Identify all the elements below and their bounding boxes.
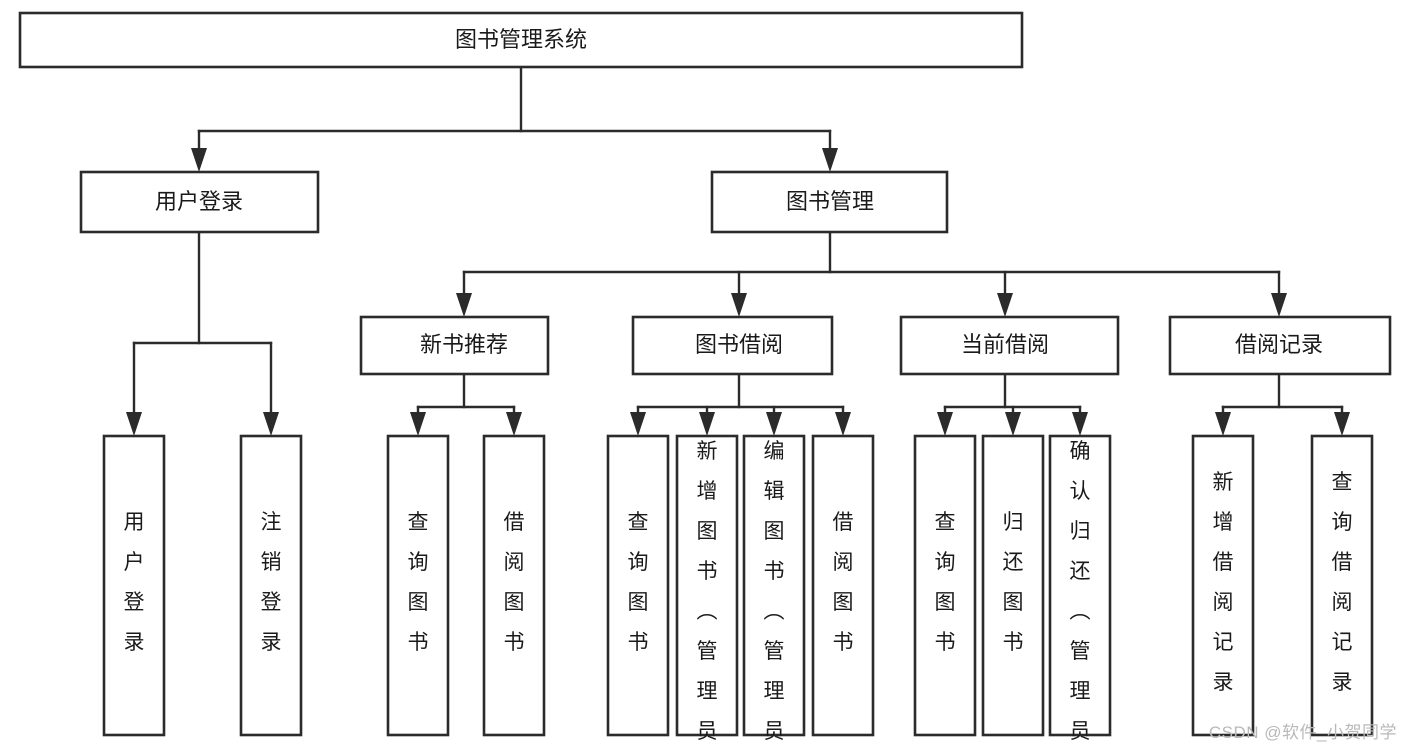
leaf-add-book-admin-box[interactable]: [675, 434, 739, 737]
node-borrow-record-box[interactable]: [1168, 315, 1392, 376]
leaf-borrow-book-2-label: 借阅图书: [833, 511, 854, 654]
node-book-manage[interactable]: 图书管理: [710, 170, 949, 234]
arrow-head-leaf-edit-book-admin: [766, 412, 782, 436]
arrow-head-leaf-borrow-book-1: [506, 412, 522, 436]
connectors-current-borrow-to-leaves: [937, 372, 1088, 436]
arrow-head-leaf-add-book-admin: [699, 412, 715, 436]
node-root-box[interactable]: [18, 11, 1024, 69]
arrow-head-leaf-logout-login: [263, 412, 279, 436]
leaf-edit-book-admin-box[interactable]: [742, 434, 806, 737]
leaf-query-book-3[interactable]: 查询图书: [913, 434, 977, 737]
arrow-head-leaf-user-login: [126, 412, 142, 436]
arrow-head-new-book-recommend: [456, 293, 472, 317]
leaf-confirm-return-admin-label: 确认归还︵管理员︶: [1070, 440, 1091, 747]
node-user-login-label: 用户登录: [155, 189, 243, 214]
connectors-borrow-record-to-leaves: [1215, 372, 1350, 436]
arrow-head-leaf-query-book-3: [937, 412, 953, 436]
arrow-head-leaf-query-book-1: [410, 412, 426, 436]
connectors-root-to-level2: [191, 65, 838, 172]
leaf-query-borrow-record-box[interactable]: [1310, 434, 1374, 737]
leaf-query-book-2-label: 查询图书: [628, 511, 649, 654]
connectors-user-login-to-leaves: [126, 230, 279, 436]
arrow-head-leaf-query-borrow-record: [1334, 412, 1350, 436]
node-new-book-recommend-box[interactable]: [359, 315, 550, 376]
node-root[interactable]: 图书管理系统: [18, 11, 1024, 69]
leaf-query-borrow-record[interactable]: 查询借阅记录: [1310, 434, 1374, 737]
node-root-label: 图书管理系统: [455, 27, 587, 52]
connectors-book-manage-to-level3: [456, 230, 1287, 317]
arrow-head-book-borrow: [731, 293, 747, 317]
node-borrow-record[interactable]: 借阅记录: [1168, 315, 1392, 376]
csdn-watermark: CSDN @软件_小贺同学: [1208, 723, 1397, 742]
leaf-return-book-box[interactable]: [981, 434, 1045, 737]
node-current-borrow[interactable]: 当前借阅: [899, 315, 1120, 376]
node-user-login[interactable]: 用户登录: [79, 170, 320, 234]
node-book-borrow-box[interactable]: [631, 315, 834, 376]
leaf-user-login[interactable]: 用户登录: [102, 434, 166, 737]
leaf-edit-book-admin-label: 编辑图书︵管理员︶: [764, 440, 785, 747]
node-borrow-record-label: 借阅记录: [1235, 332, 1323, 357]
leaf-query-book-2[interactable]: 查询图书: [606, 434, 670, 737]
arrow-head-leaf-confirm-return-admin: [1072, 412, 1088, 436]
node-book-borrow[interactable]: 图书借阅: [631, 315, 834, 376]
leaf-return-book-label: 归还图书: [1003, 511, 1024, 654]
leaf-borrow-book-2-box[interactable]: [811, 434, 875, 737]
leaf-user-login-label: 用户登录: [124, 511, 145, 654]
leaf-query-book-1-label: 查询图书: [408, 511, 429, 654]
arrow-head-leaf-add-borrow-record: [1215, 412, 1231, 436]
leaf-edit-book-admin[interactable]: 编辑图书︵管理员︶: [742, 434, 806, 747]
leaf-logout-login[interactable]: 注销登录: [239, 434, 303, 737]
node-new-book-recommend[interactable]: 新书推荐: [359, 315, 550, 376]
connectors-book-borrow-to-leaves: [630, 372, 851, 436]
leaf-add-borrow-record[interactable]: 新增借阅记录: [1191, 434, 1255, 737]
arrow-head-leaf-borrow-book-2: [835, 412, 851, 436]
leaf-add-book-admin[interactable]: 新增图书︵管理员︶: [675, 434, 739, 747]
leaf-borrow-book-1-label: 借阅图书: [504, 511, 525, 654]
leaf-query-book-1[interactable]: 查询图书: [386, 434, 450, 737]
arrow-head-leaf-return-book: [1005, 412, 1021, 436]
leaf-query-book-2-box[interactable]: [606, 434, 670, 737]
node-current-borrow-label: 当前借阅: [961, 332, 1049, 357]
connectors-new-book-recommend-to-leaves: [410, 372, 522, 436]
leaf-borrow-book-2[interactable]: 借阅图书: [811, 434, 875, 737]
arrow-head-user-login: [191, 148, 207, 172]
arrow-head-leaf-query-book-2: [630, 412, 646, 436]
leaf-borrow-book-1-box[interactable]: [482, 434, 546, 737]
leaf-add-borrow-record-box[interactable]: [1191, 434, 1255, 737]
leaf-confirm-return-admin-box[interactable]: [1048, 434, 1112, 737]
leaf-borrow-book-1[interactable]: 借阅图书: [482, 434, 546, 737]
leaf-logout-login-box[interactable]: [239, 434, 303, 737]
leaf-confirm-return-admin[interactable]: 确认归还︵管理员︶: [1048, 434, 1112, 747]
leaf-return-book[interactable]: 归还图书: [981, 434, 1045, 737]
arrow-head-borrow-record: [1271, 293, 1287, 317]
node-book-borrow-label: 图书借阅: [695, 332, 783, 357]
node-current-borrow-box[interactable]: [899, 315, 1120, 376]
node-book-manage-box[interactable]: [710, 170, 949, 234]
leaf-query-book-3-box[interactable]: [913, 434, 977, 737]
leaf-user-login-box[interactable]: [102, 434, 166, 737]
node-book-manage-label: 图书管理: [786, 189, 874, 214]
leaf-logout-login-label: 注销登录: [261, 511, 282, 654]
leaf-query-book-1-box[interactable]: [386, 434, 450, 737]
leaf-query-borrow-record-label: 查询借阅记录: [1332, 471, 1353, 694]
leaf-query-book-3-label: 查询图书: [935, 511, 956, 654]
arrow-head-current-borrow: [997, 293, 1013, 317]
node-new-book-recommend-label: 新书推荐: [420, 332, 508, 357]
node-user-login-box[interactable]: [79, 170, 320, 234]
arrow-head-book-manage: [822, 148, 838, 172]
leaf-add-borrow-record-label: 新增借阅记录: [1213, 471, 1234, 694]
leaf-add-book-admin-label: 新增图书︵管理员︶: [697, 440, 718, 747]
